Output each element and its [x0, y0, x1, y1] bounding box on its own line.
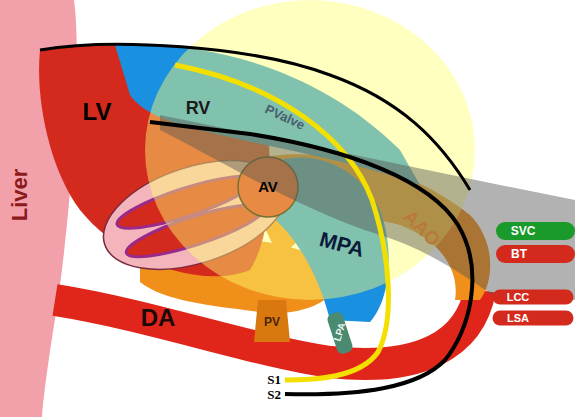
part-label: S2 — [267, 388, 281, 401]
part-label: SVC — [511, 225, 536, 237]
part-label: MPA — [317, 228, 366, 260]
part-label: AV — [258, 179, 278, 194]
vessel-lsa — [500, 311, 566, 326]
part-label: PV — [264, 316, 280, 328]
vessel-lcc — [500, 290, 566, 305]
part-label: LCC — [507, 292, 530, 303]
pulmonary-vein — [254, 300, 290, 342]
catheter-s2 — [150, 122, 472, 394]
vessel-bt — [505, 245, 566, 263]
part-label: Liver — [9, 169, 31, 222]
part-label: BT — [511, 248, 527, 260]
part-label: LV — [83, 100, 112, 124]
part-label: PValve — [263, 102, 307, 132]
catheter-s1 — [175, 65, 388, 380]
heart-outline — [40, 44, 470, 190]
descending-aorta — [55, 290, 480, 364]
vessel-svc — [505, 222, 566, 240]
left-pulmonary-artery — [326, 311, 354, 356]
part-label: LPA — [332, 321, 347, 342]
part-label: DA — [141, 306, 176, 330]
part-label: RV — [186, 99, 211, 117]
grey-band — [160, 115, 575, 300]
part-label: LSA — [507, 313, 529, 324]
part-label: S1 — [267, 373, 281, 386]
part-label: AAO — [400, 206, 443, 249]
